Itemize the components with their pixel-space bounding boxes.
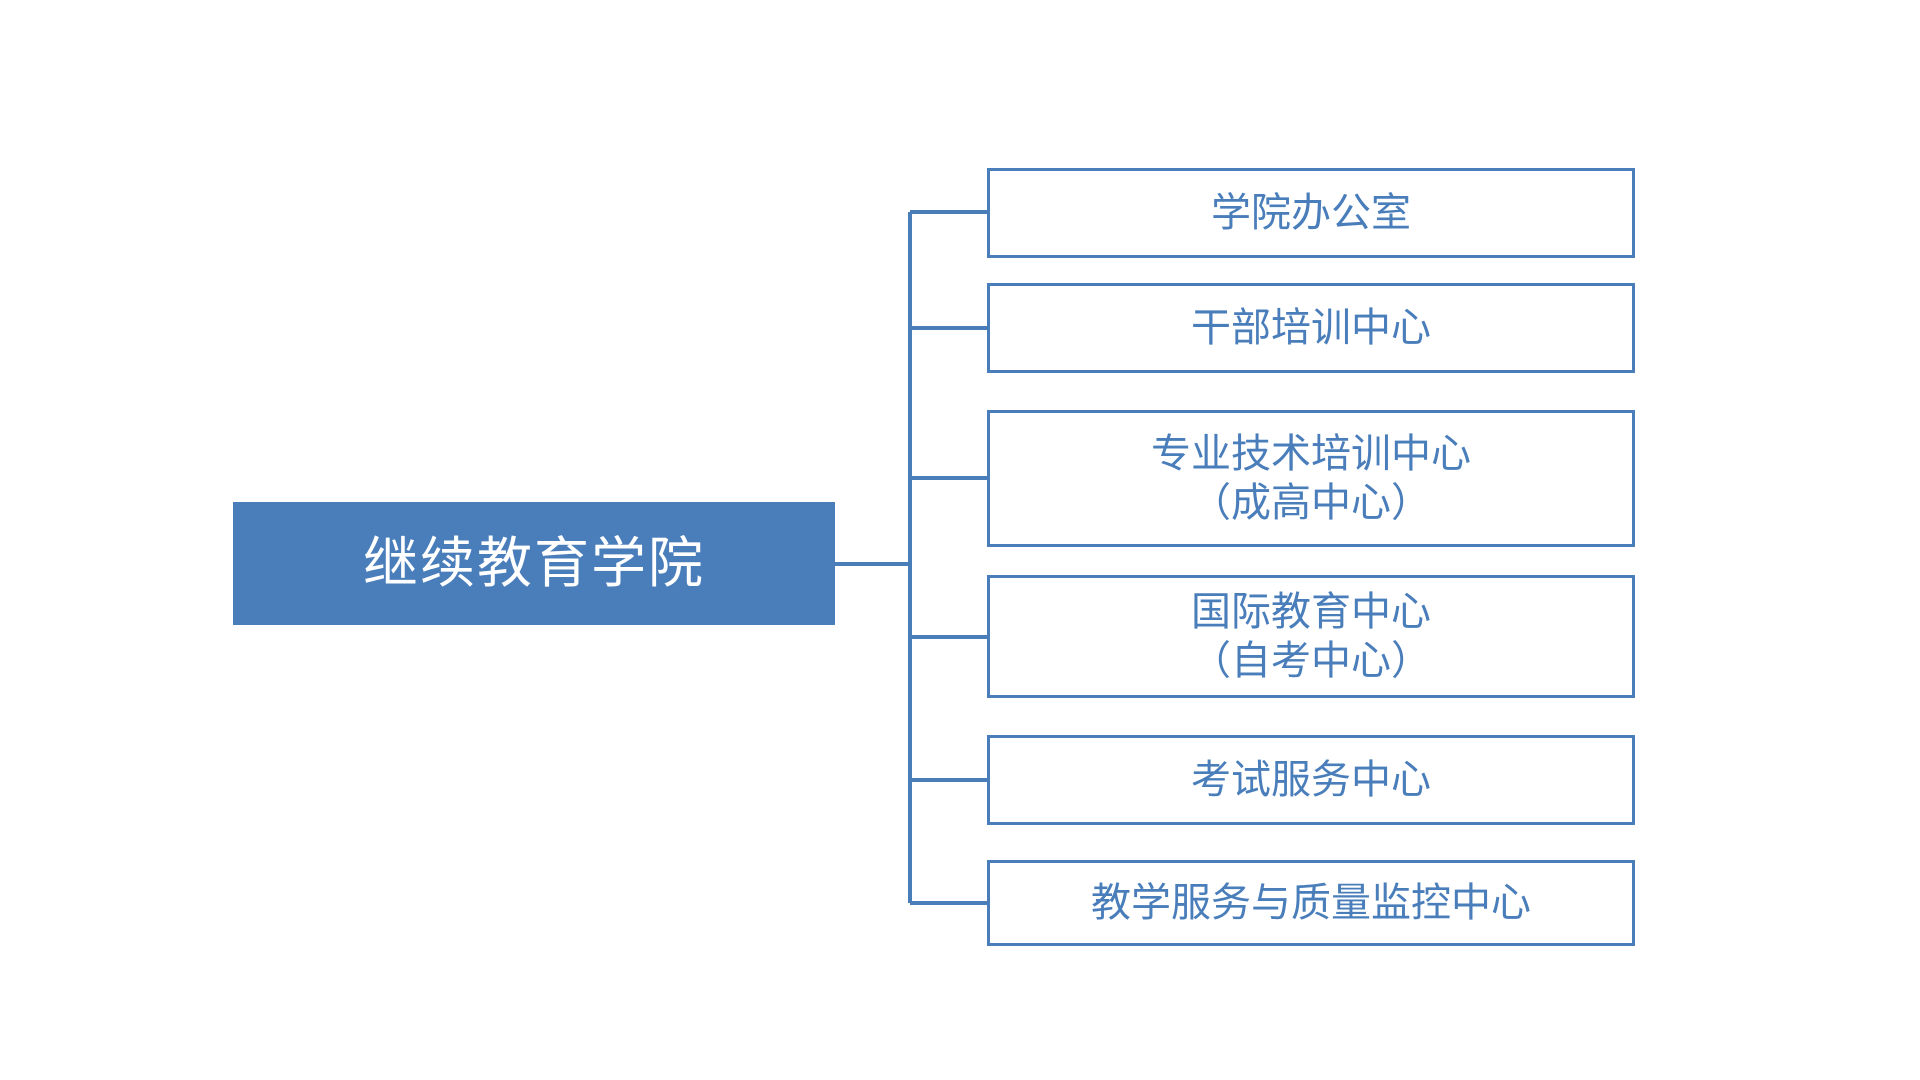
child-node-professional-technical-training-center[interactable]: 专业技术培训中心 （成高中心）: [987, 410, 1635, 547]
root-node-continuing-education-college[interactable]: 继续教育学院: [233, 502, 835, 625]
child-node-sublabel: （成高中心）: [1191, 480, 1431, 525]
child-node-teaching-service-quality-monitoring-center[interactable]: 教学服务与质量监控中心: [987, 860, 1635, 946]
child-node-label: 干部培训中心: [1191, 305, 1431, 350]
child-node-cadre-training-center[interactable]: 干部培训中心: [987, 283, 1635, 373]
child-node-label: 学院办公室: [1211, 190, 1411, 235]
child-node-international-education-center[interactable]: 国际教育中心 （自考中心）: [987, 575, 1635, 698]
child-node-label: 教学服务与质量监控中心: [1091, 880, 1531, 925]
child-node-label: 国际教育中心: [1191, 589, 1431, 634]
root-node-label: 继续教育学院: [362, 531, 705, 594]
child-node-examination-service-center[interactable]: 考试服务中心: [987, 735, 1635, 825]
child-node-label: 考试服务中心: [1191, 757, 1431, 802]
child-node-college-office[interactable]: 学院办公室: [987, 168, 1635, 258]
child-node-sublabel: （自考中心）: [1191, 638, 1431, 683]
child-node-label: 专业技术培训中心: [1151, 431, 1471, 476]
